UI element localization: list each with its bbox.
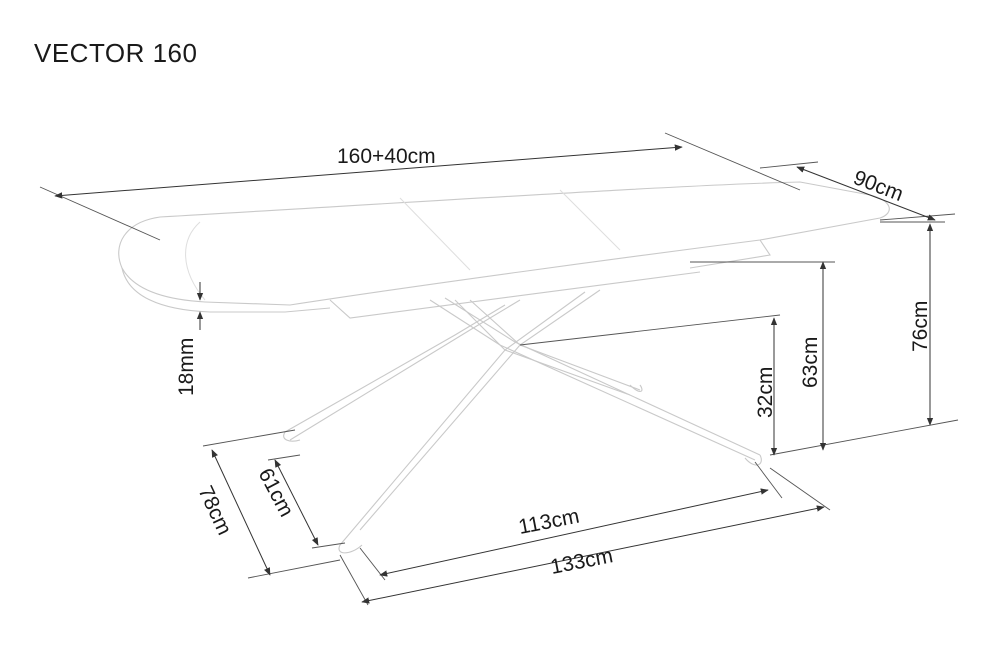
dimension-lines [39, 132, 959, 606]
product-title: VECTOR 160 [34, 38, 198, 68]
leg-span-outer-label: 133cm [549, 544, 615, 579]
frame-height-label: 63cm [799, 337, 822, 388]
cross-height-label: 32cm [754, 367, 777, 418]
length-label: 160+40cm [337, 145, 436, 168]
total-height-label: 76cm [909, 301, 932, 352]
thickness-label: 18mm [175, 338, 198, 396]
table-outline [118, 181, 890, 554]
leg-span-inner-label: 113cm [517, 505, 582, 539]
leg-depth-outer-label: 78cm [193, 482, 236, 538]
width-label: 90cm [850, 166, 906, 206]
